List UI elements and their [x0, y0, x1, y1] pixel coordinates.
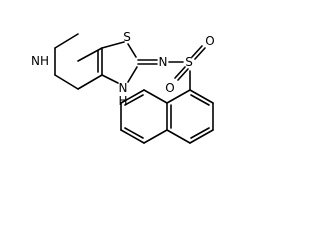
- bond: [124, 94, 144, 106]
- thiazole-ring: [97, 41, 138, 84]
- bond: [177, 68, 189, 81]
- bond: [127, 43, 137, 58]
- naphthalene-ring: [120, 89, 214, 144]
- bond: [120, 129, 145, 144]
- atom-label-s-sulfonyl: S: [185, 55, 193, 69]
- atom-label-s-thiazole: S: [123, 30, 131, 44]
- sulfonyl-group: [168, 45, 206, 91]
- bond: [143, 129, 168, 144]
- molecule-canvas: NH S N N H S O O: [31, 30, 215, 144]
- bond: [54, 33, 79, 49]
- bond: [191, 45, 203, 58]
- bond: [77, 47, 103, 62]
- atom-label-nh: NH: [31, 54, 49, 68]
- bond: [101, 74, 119, 84]
- atom-label-o-lower: O: [165, 81, 174, 95]
- atom-labels: NH S N N H S O O: [31, 30, 215, 108]
- structure-diagram: NH S N N H S O O: [31, 30, 215, 144]
- bond: [194, 47, 206, 60]
- bond: [166, 129, 191, 144]
- bond: [190, 94, 210, 106]
- piperidine-ring: [54, 33, 103, 90]
- atom-label-h-thiazole: H: [118, 94, 127, 108]
- atom-label-o-upper: O: [205, 34, 214, 48]
- bond: [54, 74, 79, 90]
- bond: [77, 74, 103, 90]
- bond: [101, 41, 125, 49]
- bond: [189, 129, 214, 144]
- imine-double-bond: [137, 59, 158, 65]
- bond: [189, 89, 214, 104]
- bond: [127, 66, 138, 83]
- bond: [190, 127, 210, 139]
- bond: [120, 89, 145, 104]
- bond: [174, 66, 186, 79]
- atom-label-n-thiazole: N: [119, 81, 128, 95]
- atom-label-n-imine: N: [159, 55, 168, 69]
- bond: [166, 89, 191, 104]
- bond: [124, 127, 144, 139]
- bond: [143, 89, 168, 104]
